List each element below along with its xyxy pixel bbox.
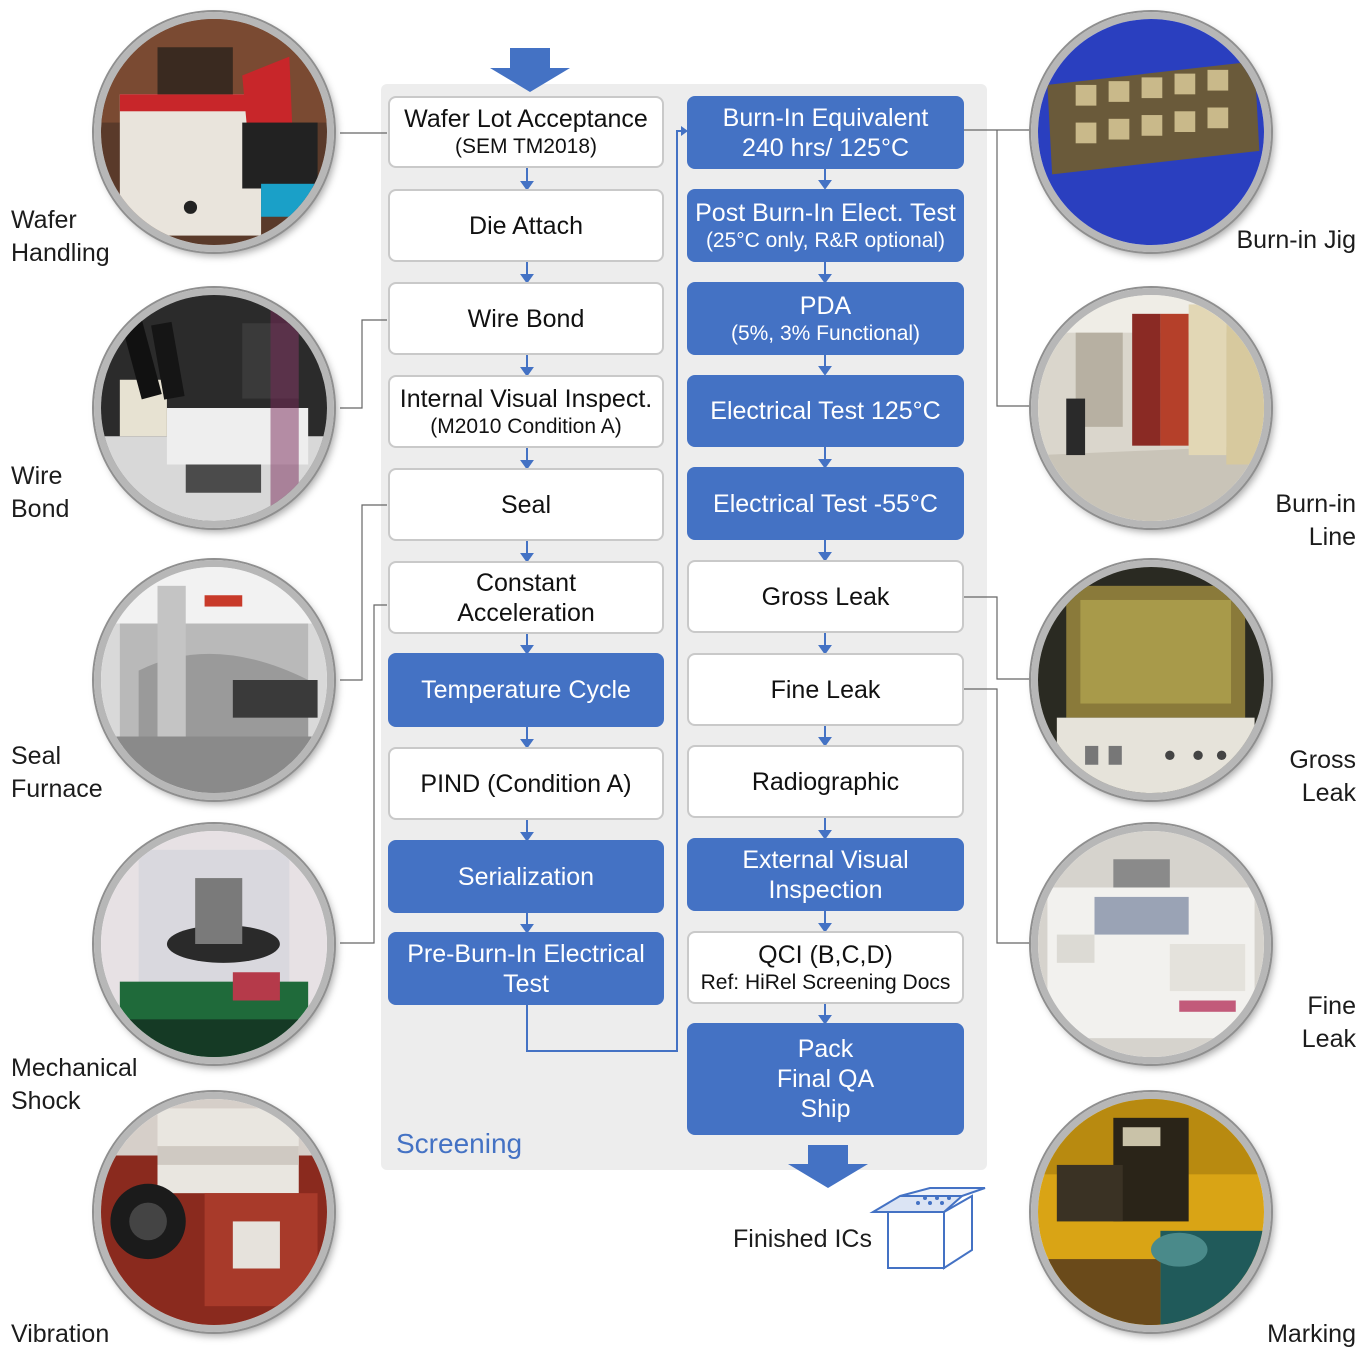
step-title: Wafer Lot Acceptance	[404, 105, 648, 134]
step-title: Constant	[475, 568, 577, 597]
step-subtitle: Ref: HiRel Screening Docs	[700, 970, 951, 994]
step-title: Temperature Cycle	[421, 676, 631, 704]
step-electrical-test-125c: Electrical Test 125°C	[687, 375, 964, 447]
step-title: QCI (B,C,D)	[758, 940, 893, 969]
seal-furnace-photo	[94, 560, 334, 800]
step-fine-leak: Fine Leak	[687, 653, 964, 726]
label-vibration: Vibration	[11, 1320, 110, 1348]
step-subtitle: (M2010 Condition A)	[430, 414, 622, 438]
step-title: Pack	[797, 1035, 854, 1063]
step-wire-bond: Wire Bond	[388, 282, 664, 355]
step-gross-leak: Gross Leak	[687, 560, 964, 633]
step-pack-final-qa-ship: Pack Final QA Ship	[687, 1023, 964, 1135]
step-serialization: Serialization	[388, 840, 664, 913]
step-title: Seal	[500, 490, 552, 519]
step-title: Gross Leak	[761, 582, 890, 611]
step-pda: PDA (5%, 3% Functional)	[687, 282, 964, 355]
step-wafer-lot-acceptance: Wafer Lot Acceptance (SEM TM2018)	[388, 96, 664, 168]
step-title: Wire Bond	[467, 304, 585, 333]
label-mechanical-shock: Mechanical Shock	[11, 1054, 138, 1115]
step-subtitle: (5%, 3% Functional)	[730, 321, 921, 345]
step-die-attach: Die Attach	[388, 189, 664, 262]
step-title: Die Attach	[469, 211, 583, 240]
step-pind: PIND (Condition A)	[388, 747, 664, 820]
wire-bond-photo	[94, 288, 334, 528]
step-subtitle: (SEM TM2018)	[455, 135, 597, 159]
step-temperature-cycle: Temperature Cycle	[388, 653, 664, 727]
label-gross-leak: Gross Leak	[1289, 746, 1356, 807]
label-burn-in-line: Burn-in Line	[1275, 490, 1356, 551]
step-title: External Visual	[742, 845, 909, 874]
step-qci: QCI (B,C,D) Ref: HiRel Screening Docs	[687, 931, 964, 1004]
step-constant-acceleration: Constant Acceleration	[388, 561, 664, 634]
exit-arrow	[788, 1145, 868, 1188]
step-title: PDA	[799, 291, 852, 320]
left-callout-lines	[340, 132, 387, 944]
step-burn-in-equivalent: Burn-In Equivalent 240 hrs/ 125°C	[687, 96, 964, 169]
left-column-arrows	[520, 168, 534, 934]
wafer-handling-photo	[94, 12, 334, 252]
step-title-line2: Final QA	[776, 1065, 875, 1093]
step-seal: Seal	[388, 468, 664, 541]
label-burn-in-jig: Burn-in Jig	[1236, 226, 1357, 254]
step-title: Pre-Burn-In Electrical	[407, 939, 645, 968]
step-title: Fine Leak	[770, 675, 881, 704]
burn-in-line-photo	[1031, 288, 1271, 528]
vibration-photo	[94, 1092, 334, 1332]
column-link-line	[526, 130, 684, 1052]
step-pre-burn-in-electrical-test: Pre-Burn-In Electrical Test	[388, 932, 664, 1005]
step-post-burn-in-elect-test: Post Burn-In Elect. Test (25°C only, R&R…	[687, 189, 964, 262]
screening-label: Screening	[396, 1128, 523, 1159]
step-title-line2: Acceleration	[457, 598, 595, 627]
step-title-line2: Inspection	[768, 875, 883, 904]
step-title-line2: Test	[503, 969, 549, 998]
step-internal-visual-inspect: Internal Visual Inspect. (M2010 Conditio…	[388, 375, 664, 448]
step-title: Radiographic	[751, 767, 900, 796]
step-title: Post Burn-In Elect. Test	[695, 198, 956, 227]
label-fine-leak: Fine Leak	[1301, 992, 1356, 1053]
step-title: Internal Visual Inspect.	[399, 384, 653, 413]
finished-ics-label: Finished ICs	[733, 1225, 872, 1253]
right-column-arrows	[818, 169, 832, 1025]
burn-in-jig-photo	[1031, 12, 1271, 252]
right-callout-lines	[964, 129, 1030, 944]
step-title: Serialization	[457, 862, 595, 891]
step-title-line3: Ship	[800, 1095, 851, 1123]
step-title-line2: 240 hrs/ 125°C	[741, 133, 910, 162]
step-title: Electrical Test -55°C	[713, 489, 938, 518]
label-seal-furnace: Seal Furnace	[11, 742, 103, 803]
step-external-visual-inspection: External Visual Inspection	[687, 838, 964, 911]
label-marking: Marking	[1267, 1320, 1356, 1348]
step-title: PIND (Condition A)	[420, 769, 632, 798]
step-electrical-test-minus-55c: Electrical Test -55°C	[687, 467, 964, 540]
step-subtitle: (25°C only, R&R optional)	[705, 228, 946, 252]
marking-photo	[1031, 1092, 1271, 1332]
label-wire-bond: Wire Bond	[11, 462, 70, 523]
ic-box-icon	[869, 1187, 986, 1270]
step-radiographic: Radiographic	[687, 745, 964, 818]
step-title: Electrical Test 125°C	[710, 397, 941, 425]
entry-arrow	[490, 48, 570, 92]
fine-leak-photo	[1031, 824, 1271, 1064]
gross-leak-photo	[1031, 560, 1271, 800]
label-wafer-handling: Wafer Handling	[11, 206, 110, 267]
mechanical-shock-photo	[94, 824, 334, 1064]
step-title: Burn-In Equivalent	[722, 103, 929, 132]
